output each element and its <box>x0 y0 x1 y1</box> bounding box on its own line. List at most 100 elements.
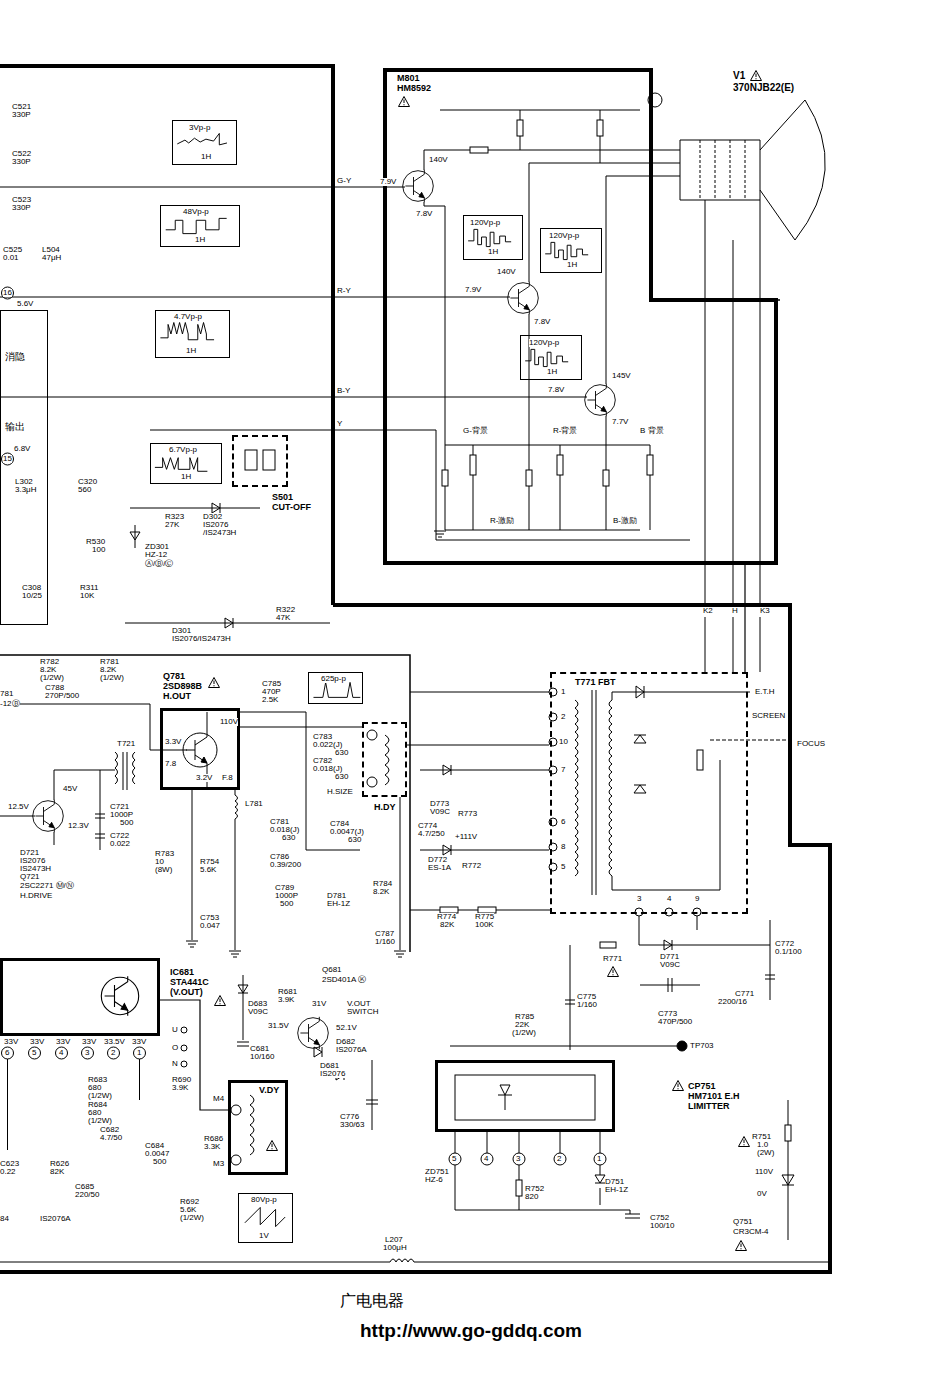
box-text: 625p-p <box>321 675 346 683</box>
component-label: 0.047 <box>200 922 220 930</box>
schematic-path <box>8 1059 140 1150</box>
box-text: 1H <box>186 347 196 355</box>
component-label: 100/10 <box>650 1222 674 1230</box>
component-label: 7.9V <box>465 286 481 294</box>
schematic-path <box>212 503 220 513</box>
waveform-trace <box>545 242 588 259</box>
component-label: 0.018(J) <box>313 765 342 773</box>
schematic-path <box>639 916 775 1000</box>
component-label: 52.1V <box>336 1024 357 1032</box>
component-label: D682 <box>336 1038 355 1046</box>
wiring <box>0 66 830 1272</box>
schematic-use <box>736 1241 747 1251</box>
box-text: T771 FBT <box>575 677 616 687</box>
component-label: R690 <box>172 1076 191 1084</box>
schematic-path <box>95 770 105 850</box>
connector <box>160 1000 228 1110</box>
component-label: (1/2W) <box>512 1029 536 1037</box>
box-text: 6.7Vp-p <box>169 446 197 454</box>
schematic-circle <box>693 908 701 916</box>
component-label: 33V <box>82 1038 96 1046</box>
box-text: 1H <box>201 153 211 161</box>
component-label: 45V <box>63 785 77 793</box>
component-label: (8W) <box>155 866 172 874</box>
component-label: 33.5V <box>104 1038 125 1046</box>
component-label: 82K <box>440 921 454 929</box>
component-label: C782 <box>313 757 332 765</box>
component-label: C787 <box>375 930 394 938</box>
component-label: 0.22 <box>0 1168 16 1176</box>
box-text: S501 CUT-OFF <box>272 492 312 512</box>
component-label: 630 <box>335 749 348 757</box>
component-label: K2 <box>703 607 713 615</box>
component-label: 4 <box>59 1049 63 1057</box>
schematic-path <box>705 200 760 672</box>
schematic-rect <box>785 1125 791 1141</box>
schematic-path <box>400 797 401 950</box>
component-label: R530 <box>86 538 105 546</box>
component-label: 3 <box>85 1049 89 1057</box>
schematic-circle <box>56 1047 68 1059</box>
schematic-path <box>575 700 578 876</box>
component-label: H.DRIVE <box>20 892 52 900</box>
schematic-path <box>424 202 640 530</box>
schematic-circle <box>665 908 673 916</box>
component-label: O <box>172 1044 178 1052</box>
component-label: 7.7V <box>612 418 628 426</box>
component-label: 330P <box>12 204 31 212</box>
component-label: C525 <box>3 246 22 254</box>
component-label: C773 <box>658 1010 677 1018</box>
schematic-circle <box>594 1153 606 1165</box>
box-text: 1H <box>181 473 191 481</box>
component-label: CR3CM-4 <box>733 1228 769 1236</box>
component-label: 5 <box>561 863 565 871</box>
component-box: T771 FBT <box>550 672 748 914</box>
component-label: 330P <box>12 158 31 166</box>
component-label: 47μH <box>42 254 61 262</box>
component-label: 3.9K <box>278 996 294 1004</box>
waveform-box: 3Vp-p1H <box>172 120 237 165</box>
component-label: 3.3K <box>204 1143 220 1151</box>
component-label: 7.9V <box>380 178 396 186</box>
schematic-use <box>298 1017 329 1049</box>
connector <box>744 565 745 672</box>
schematic-rect <box>557 455 563 475</box>
component-label: 3.9K <box>172 1084 188 1092</box>
component-label: 0.0047(J) <box>330 828 364 836</box>
component-label: IS2076A <box>336 1046 367 1054</box>
schematic-use <box>101 976 138 1016</box>
component-label: +111V <box>455 833 477 841</box>
schematic-path <box>445 445 650 530</box>
component-label: C623 <box>0 1160 19 1168</box>
component-label: 110V <box>755 1168 773 1176</box>
box-text: 48Vp-p <box>183 208 209 216</box>
component-label: R784 <box>373 880 392 888</box>
component-label: 470P <box>262 688 281 696</box>
component-box: CP751 HM7101 E.H LIMITTER <box>435 1060 615 1132</box>
component-label: 140V <box>497 268 516 276</box>
schematic-path <box>0 66 333 605</box>
board-outline-path <box>385 70 776 563</box>
schematic-use <box>673 1081 684 1091</box>
component-label: D302 <box>203 513 222 521</box>
component-label: 10 <box>559 738 568 746</box>
warning-symbols <box>209 71 762 1251</box>
box-text: 120Vp-p <box>529 339 559 347</box>
component-label: 1/160 <box>577 1001 597 1009</box>
component-label: D751 <box>605 1178 624 1186</box>
component-label: C783 <box>313 733 332 741</box>
component-label: R-背景 <box>553 427 577 435</box>
component-label: 630 <box>348 836 361 844</box>
component-label: L302 <box>15 478 33 486</box>
component-label: 680 <box>88 1084 101 1092</box>
component-label: 7.8V <box>416 210 432 218</box>
component-label: 100K <box>475 921 494 929</box>
schematic-path <box>125 508 330 623</box>
component-label: 0.1/100 <box>775 948 802 956</box>
schematic-circle <box>108 1047 120 1059</box>
schematic-circle <box>635 908 643 916</box>
component-label: 680 <box>88 1109 101 1117</box>
component-label: 6.8V <box>14 445 30 453</box>
schematic-rect <box>263 450 275 470</box>
